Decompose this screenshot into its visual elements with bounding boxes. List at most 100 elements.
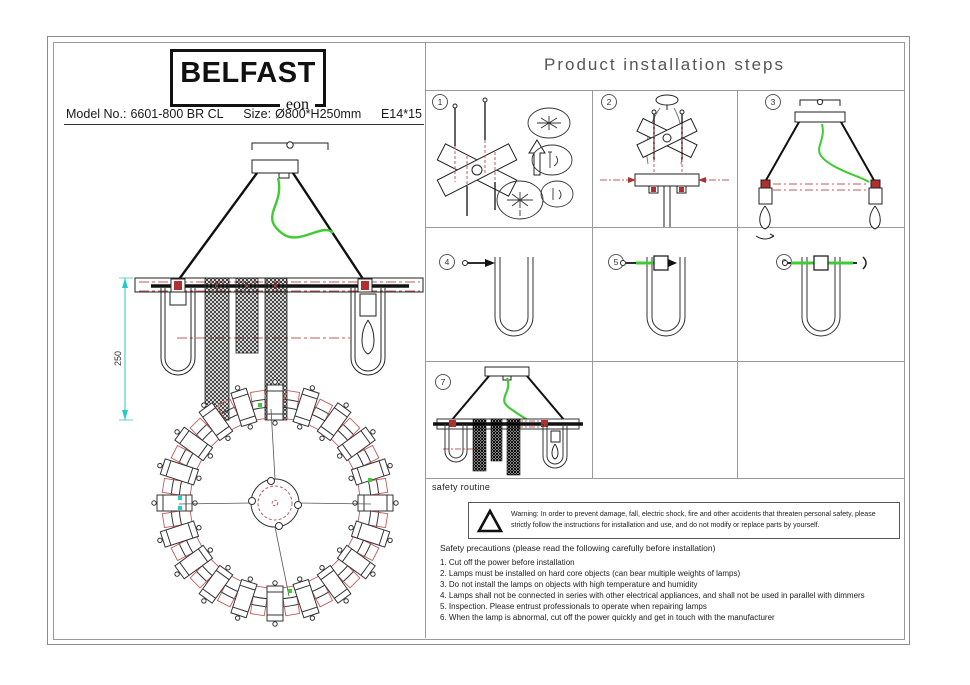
warning-box: Warning: In order to prevent damage, fal…: [468, 502, 900, 539]
step-6-diagram: [782, 255, 867, 337]
step-cell-2: 2: [592, 90, 737, 227]
detail-callouts: [496, 107, 574, 220]
step-2-diagram: [600, 94, 729, 227]
green-wire: [818, 123, 870, 183]
grid-line-title: [425, 90, 904, 91]
pin-rod: [782, 255, 867, 271]
canopy-plate: [634, 173, 700, 187]
end-cap: [862, 256, 867, 270]
left-u-tube: [444, 424, 468, 463]
left-holder-mark: [449, 420, 456, 427]
safety-routine-label: safety routine: [432, 482, 491, 492]
left-lamp-holder: [169, 278, 187, 306]
right-lamp: [868, 179, 883, 230]
ceiling-bracket: [799, 98, 841, 106]
canopy-bolts: [648, 185, 687, 194]
step-1-diagram: [436, 97, 574, 220]
precautions-title: Safety precautions (please read the foll…: [440, 543, 716, 553]
grid-line-col2: [737, 90, 738, 478]
bulb: [359, 293, 377, 355]
precaution-item: 5. Inspection. Please entrust profession…: [440, 602, 707, 611]
model-number-group: Model No.: 6601-800 BR CL: [66, 107, 224, 121]
step-number-1: 1: [432, 94, 448, 110]
alignment-marks: [178, 403, 372, 593]
grid-line-row2: [425, 361, 904, 362]
spokes: [178, 408, 372, 597]
side-centerlines: [600, 177, 729, 183]
page-outer-border: [47, 36, 910, 645]
centerlines: [773, 183, 867, 191]
precaution-item: 6. When the lamp is abnormal, cut off th…: [440, 613, 775, 622]
step-number-7: 7: [435, 374, 451, 390]
suspension-rods: [764, 121, 876, 183]
size-group: Size: Ø800*H250mm: [243, 107, 361, 121]
pin-rod: [620, 255, 677, 271]
up-arrow: [528, 139, 546, 176]
lamp-spec: E14*15: [380, 107, 422, 121]
right-u-tube: [350, 288, 386, 376]
size-value: Ø800*H250mm: [275, 107, 362, 121]
page-title: Product installation steps: [544, 55, 785, 74]
step-7-diagram: [433, 366, 583, 476]
model-info-line: Model No.: 6601-800 BR CL Size: Ø800*H25…: [64, 107, 424, 125]
center-hub: [248, 477, 302, 530]
cross-bracket: [636, 117, 698, 159]
mesh-panels: [472, 418, 521, 476]
left-u-tube: [160, 288, 196, 376]
step-cell-4: 4: [425, 227, 592, 361]
height-dimension: 250: [113, 277, 133, 421]
precaution-item: 3. Do not install the lamps on objects w…: [440, 580, 698, 589]
step-number-2: 2: [601, 94, 617, 110]
precaution-item: 4. Lamps shall not be connected in serie…: [440, 591, 865, 600]
cross-bracket: [436, 143, 518, 197]
canopy: [794, 111, 846, 123]
height-dimension-label: 250: [113, 351, 123, 366]
brand-tagline: eon: [279, 96, 315, 114]
suspension-rods: [450, 375, 566, 422]
ceiling-hook: [655, 94, 679, 110]
slider-block: [653, 255, 669, 271]
step-3-diagram: [755, 98, 883, 240]
brand-name: BELFAST: [180, 57, 316, 89]
warning-text: Warning: In order to prevent damage, fal…: [511, 510, 876, 529]
screws: [452, 97, 496, 216]
u-tube: [646, 257, 686, 337]
step-cell-1: 1: [425, 90, 592, 227]
suspension-rods: [176, 172, 367, 283]
right-u-tube: [542, 424, 568, 469]
canopy: [484, 366, 530, 377]
model-number: 6601-800 BR CL: [130, 107, 224, 121]
u-tube: [801, 257, 841, 337]
precaution-item: 2. Lamps must be installed on hard core …: [440, 569, 741, 578]
step-4-diagram: [462, 257, 534, 337]
warning-triangle-icon: [476, 507, 504, 532]
step-cell-6: 6: [737, 227, 904, 361]
green-wire: [503, 377, 532, 423]
step-number-4: 4: [439, 254, 455, 270]
step-5-diagram: [620, 255, 686, 337]
top-view-drawing: [151, 379, 399, 627]
step-cell-7: 7: [425, 361, 592, 478]
left-lamp: [755, 179, 775, 240]
support-pipe: [663, 186, 671, 227]
ceiling-bracket: [251, 141, 329, 150]
u-tube: [494, 257, 534, 337]
step-cell-3: 3: [737, 90, 904, 240]
precautions-list: 1. Cut off the power before installation…: [440, 557, 906, 623]
right-lamp-holder: [357, 278, 373, 293]
page-inner-border: [53, 42, 905, 640]
grid-line-row1: [425, 227, 904, 228]
green-wire: [271, 177, 334, 239]
panel-divider: [425, 42, 426, 638]
step-number-3: 3: [765, 94, 781, 110]
step-cell-5: 5: [592, 227, 737, 361]
brand-logo-box: BELFAST eon: [170, 49, 326, 114]
grid-line-col1: [592, 90, 593, 478]
size-label: Size:: [243, 107, 272, 121]
pin-rod: [462, 259, 495, 267]
precaution-item: 1. Cut off the power before installation: [440, 558, 575, 567]
right-holder-mark: [541, 420, 548, 427]
model-label: Model No.:: [66, 107, 127, 121]
slider-block: [813, 255, 829, 271]
